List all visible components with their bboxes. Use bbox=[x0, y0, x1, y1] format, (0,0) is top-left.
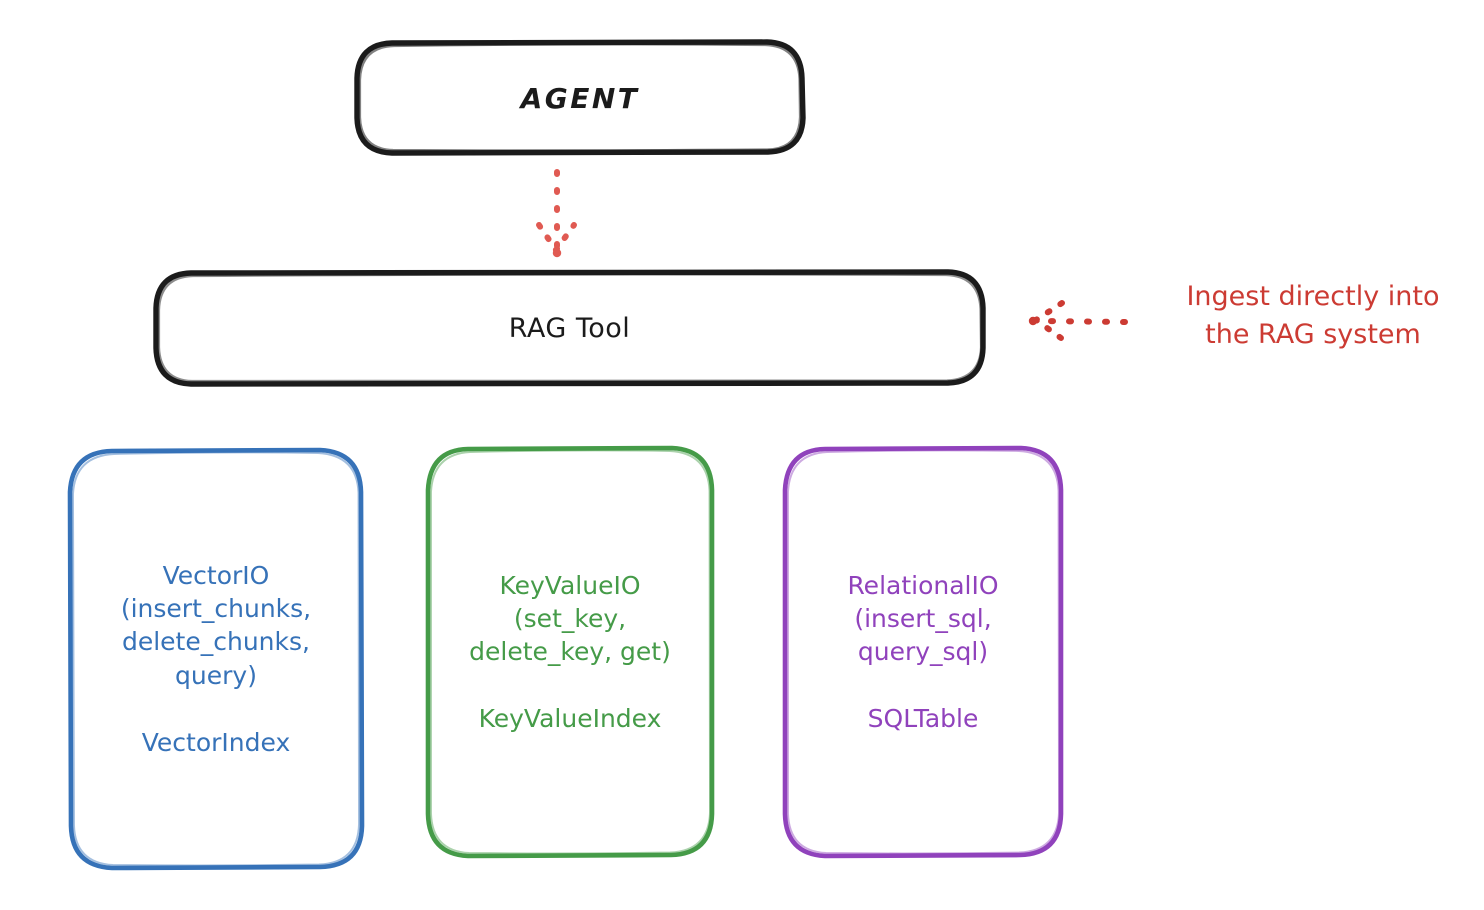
agent-to-rag-tool-arrow bbox=[536, 169, 577, 258]
ingest-annotation-line: the RAG system bbox=[1205, 319, 1421, 351]
relational-io-box-outline bbox=[782, 445, 1064, 859]
key-value-index-label: KeyValueIndex bbox=[478, 704, 662, 734]
ingest-to-rag-tool-arrow bbox=[1028, 300, 1128, 341]
ingest-annotation: Ingest directly into the RAG system bbox=[1148, 278, 1478, 355]
relational-io-api-group: RelationalIO (insert_sql, query_sql) bbox=[847, 569, 998, 669]
agent-box-outline bbox=[354, 39, 806, 156]
rag-tool-label: RAG Tool bbox=[508, 312, 631, 344]
vector-io-api-group: VectorIO (insert_chunks, delete_chunks, … bbox=[121, 559, 311, 692]
vector-io-node[interactable]: VectorIO (insert_chunks, delete_chunks, … bbox=[70, 450, 362, 868]
key-value-io-box-outline bbox=[425, 445, 715, 859]
agent-label: AGENT bbox=[520, 81, 640, 115]
relational-io-node[interactable]: RelationalIO (insert_sql, query_sql) SQL… bbox=[785, 448, 1061, 856]
key-value-io-api-line: delete_key, get) bbox=[469, 637, 671, 666]
key-value-io-node[interactable]: KeyValueIO (set_key, delete_key, get) Ke… bbox=[428, 448, 712, 856]
agent-node[interactable]: AGENT bbox=[357, 42, 803, 154]
relational-io-api-line: query_sql) bbox=[857, 637, 989, 666]
vector-io-api-line: VectorIO bbox=[162, 560, 270, 590]
key-value-io-api-line: (set_key, bbox=[513, 603, 627, 633]
rag-tool-node[interactable]: RAG Tool bbox=[156, 272, 983, 384]
rag-tool-box-outline bbox=[153, 269, 986, 387]
vector-io-api-line: delete_chunks, bbox=[121, 627, 310, 657]
relational-io-api-line: (insert_sql, bbox=[854, 603, 992, 633]
relational-io-api-line: RelationalIO bbox=[847, 570, 999, 600]
vector-io-box-outline bbox=[67, 447, 365, 871]
vector-io-api-line: (insert_chunks, bbox=[120, 594, 312, 624]
sql-table-label: SQLTable bbox=[867, 704, 979, 734]
key-value-io-api-group: KeyValueIO (set_key, delete_key, get) bbox=[469, 569, 671, 669]
vector-index-label: VectorIndex bbox=[141, 727, 291, 757]
key-value-io-api-line: KeyValueIO bbox=[499, 570, 641, 600]
ingest-annotation-line: Ingest directly into bbox=[1186, 281, 1440, 312]
vector-io-api-line: query) bbox=[175, 660, 257, 690]
